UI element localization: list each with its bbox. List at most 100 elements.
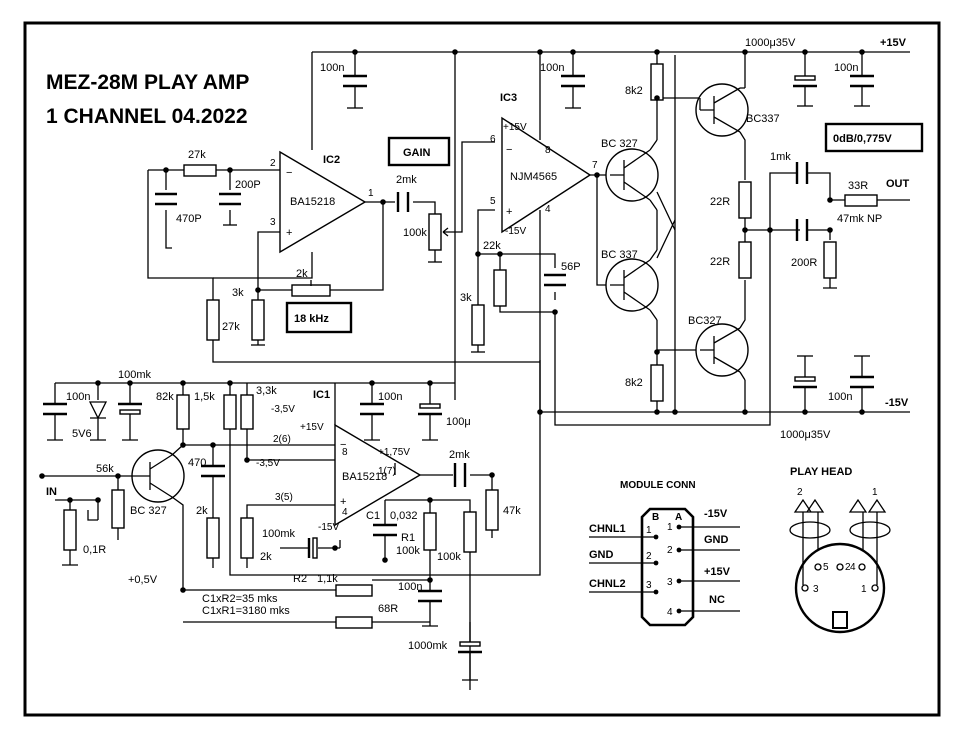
c1-label: C1 [366,510,380,522]
r2-val-label: 1,1k [317,573,338,585]
ic1-pin-inv: 2(6) [273,434,291,445]
r-22r-b-label: 22R [710,256,730,268]
r-2k-label: 2k [296,268,308,280]
connector-right-4-label: NC [709,594,725,606]
q5-label: BC 327 [130,505,167,517]
r-1k5-label: 1,5k [194,391,215,403]
ic1-ref: IC1 [313,389,330,401]
ic3-pin-vp: 8 [545,145,551,156]
play-head-title: PLAY HEAD [790,466,852,478]
r-56k-label: 56k [96,463,114,475]
cap-100n-bottom-label: 100n [828,391,852,403]
c-56p-label: 56P [561,261,581,273]
connector-left-1-pin: 1 [646,525,652,536]
q2-label: BC 337 [601,249,638,261]
ic2-pin-noninv: 3 [270,217,276,228]
c-100u-label: 100μ [446,416,471,428]
ic3-pin-noninv: 5 [490,196,496,207]
c-47mk-label: 47mk NP [837,213,882,225]
connector-right-3-pin: 3 [667,577,673,588]
z-5v6-label: 5V6 [72,428,92,440]
ic1-pin-noninv: 3(5) [275,492,293,503]
r-22k-label: 22k [483,240,501,252]
connector-right-4-pin: 4 [667,607,673,618]
eq2-label: C1xR1=3180 mks [202,605,290,617]
c-470-label: 470 [188,457,206,469]
r-200r-label: 200R [791,257,817,269]
ic1-pin-out: 1(7) [378,466,396,477]
c-100mk-top-label: 100mk [118,369,152,381]
c-2mk-ic1-label: 2mk [449,449,470,461]
connector-right-3-label: +15V [704,566,731,578]
svg-text:+: + [506,206,512,218]
connector-left-3: CHNL2 3 [589,578,659,595]
input-stage: 100mk 100n 5V6 82k 1,5k 3,3k 470 2k BC 3… [39,360,541,590]
connector-right-1-pin: 1 [667,522,673,533]
c-100n-l-label: 100n [66,391,90,403]
ic2-part: BA15218 [290,196,335,208]
connector-right-1-label: -15V [704,508,728,520]
connector-col-a: A [675,512,682,523]
r-2k-l-label: 2k [196,505,208,517]
pos-rail: +15V [311,37,910,400]
cap-1000u-top: 1000μ35V [745,37,817,107]
c-470p-label: 470P [176,213,202,225]
in-label: IN [46,486,57,498]
r-47k-label: 47k [503,505,521,517]
r-82k-label: 82k [156,391,174,403]
r-33r-label: 33R [848,180,868,192]
svg-text:+: + [340,496,346,508]
pos-rail-label: +15V [880,37,907,49]
connector-title: MODULE CONN [620,480,696,491]
c-100n-ic1-label: 100n [378,391,402,403]
level-box-label: 0dB/0,775V [833,133,892,145]
output-stage: 8k2 8k2 BC 327 BC 337 BC337 BC327 22R [601,63,910,402]
gain-box: GAIN [387,136,451,167]
q4-label: BC327 [688,315,722,327]
ic3-opamp: NJM4565 IC3 −+ +15V -15V 6 5 8 4 7 [490,92,598,237]
ic1-v-out: +1,75V [378,447,410,458]
cap-100n-top-label: 100n [834,62,858,74]
neg-rail-label: -15V [885,397,909,409]
connector-right-2-pin: 2 [667,545,673,556]
pot-100k-label: 100k [403,227,427,239]
c-100mk-b-label: 100mk [262,528,296,540]
ic1-v-top: -3,5V [271,404,295,415]
cap-ic3-top-label: 100n [540,62,564,74]
ic2-pin-inv: 2 [270,158,276,169]
ic1-v-inv: -3,5V [256,458,280,469]
connector-col-b: B [652,512,659,523]
play-head-pin-2: 2 [845,562,851,573]
freq-box: 18 kHz [285,301,353,334]
cap-1000u-bottom-label: 1000μ35V [780,429,831,441]
c1-val-label: 0,032 [390,510,418,522]
connector-right-3: +15V 3 [667,566,740,588]
connector-left-2: GND 2 [589,549,659,566]
cap-ic2-top-label: 100n [320,62,344,74]
r-22r-a-label: 22R [710,196,730,208]
ic2-ref: IC2 [323,154,340,166]
cap-ic2-top: 100n [320,52,367,109]
ic3-vminus: -15V [505,226,526,237]
r2-label: R2 [293,573,307,585]
c-1000mk-label: 1000mk [408,640,448,652]
r-27k-low-label: 27k [222,321,240,333]
c-1mk-label: 1mk [770,151,791,163]
connector-right-4: NC 4 [667,594,740,618]
ic3-network: 3k 22k 56P [460,172,771,426]
connector-right-2: GND 2 [667,534,740,556]
ic3-pin-vn: 4 [545,204,551,215]
play-head: PLAY HEAD 2 1 5 2 4 3 1 [789,466,891,634]
connector-right-2-label: GND [704,534,729,546]
gain-box-label: GAIN [403,147,431,159]
ic2-pin-out: 1 [368,188,374,199]
r1-label: R1 [401,532,415,544]
ic1-part: BA15218 [342,471,387,483]
play-head-pin-4: 4 [850,562,856,573]
q1-label: BC 327 [601,138,638,150]
c-2mk-ic2-label: 2mk [396,174,417,186]
c-100n-b-label: 100n [398,581,422,593]
connector-left-1: CHNL1 1 [589,523,659,540]
r-3k-b-label: 3k [460,292,472,304]
title-line-2: 1 CHANNEL 04.2022 [46,105,248,128]
